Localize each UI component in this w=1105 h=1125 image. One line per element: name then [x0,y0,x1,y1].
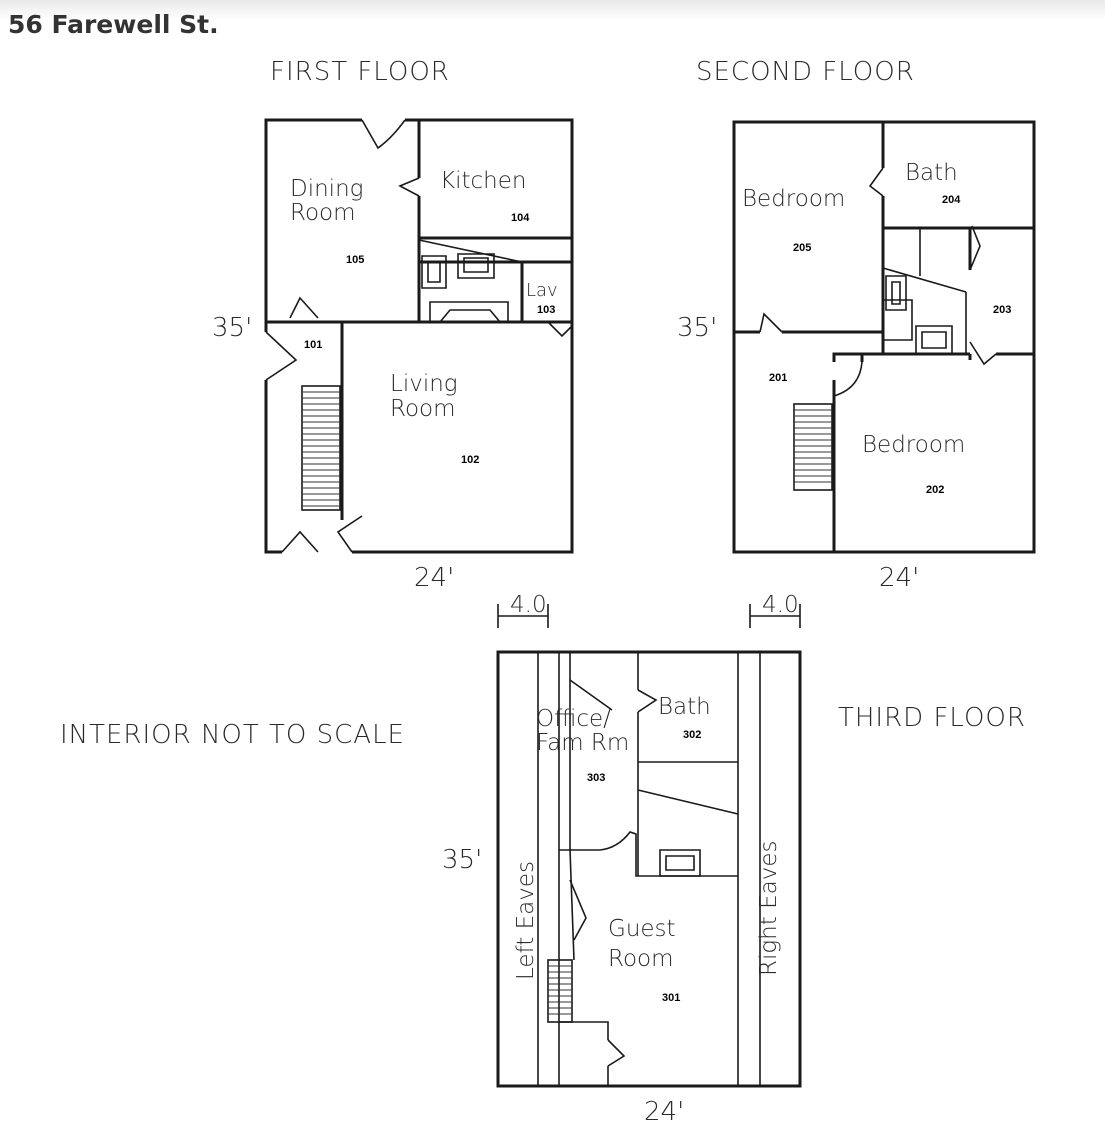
kitchen-label: Kitchen [440,168,526,194]
guest-room-label: Guest [608,916,676,942]
room-number-201: 201 [769,372,787,384]
living-room-label: Living [390,371,458,397]
third-floor-interior-wall [559,652,739,1086]
dining-room-label: Dining [290,176,363,202]
eave-dimension-marker [497,604,801,628]
third-floor-fixture [659,849,701,877]
room-number-103: 103 [537,304,555,316]
room-number-302: 302 [683,729,701,741]
right-eave-dimension: 4.0 [762,592,799,618]
room-number-104: 104 [511,212,530,224]
second-floor-partition [882,228,967,354]
third-floor-stairs [547,959,573,1023]
bath-204-label: Bath [905,160,958,186]
room-number-102: 102 [461,454,479,466]
second-floor-fixtures [885,275,953,355]
third-floor-title: THIRD FLOOR [838,703,1026,733]
bath-302-label: Bath [658,694,711,720]
second-floor-stairs [793,403,833,491]
left-eaves-label: Left Eaves [513,861,539,980]
scale-note: INTERIOR NOT TO SCALE [60,720,405,750]
first-floor-outer-wall [264,118,574,554]
room-number-303: 303 [587,772,605,784]
right-eaves-label: Right Eaves [756,841,782,976]
third-floor-outer-wall [496,650,802,1088]
second-floor-interior-wall [734,122,1034,552]
room-number-202: 202 [926,484,944,496]
header-bar [0,0,1105,50]
room-number-204: 204 [942,194,961,206]
room-number-203: 203 [993,304,1011,316]
first-floor-depth: 35' [212,313,252,343]
guest-room-label-2: Room [608,946,674,972]
bedroom-205-label: Bedroom [742,186,845,212]
first-floor-title: FIRST FLOOR [270,57,450,87]
room-number-301: 301 [662,992,680,1004]
office-label-2: Fam Rm [536,730,629,756]
left-eave-dimension: 4.0 [510,592,547,618]
room-number-101: 101 [304,339,322,351]
lav-label: Lav [526,280,558,301]
first-floor-width: 24' [414,563,454,593]
room-number-105: 105 [346,254,364,266]
second-floor-outer-wall [732,120,1036,554]
office-label: Office/ [536,706,611,732]
bedroom-202-label: Bedroom [862,432,965,458]
third-floor-depth: 35' [442,845,482,875]
second-floor-width: 24' [879,563,919,593]
second-floor-depth: 35' [677,313,717,343]
second-floor-plan: SECOND FLOOR Bedroom 205 Bath 204 203 20… [677,57,1036,593]
first-floor-stairs [301,385,341,511]
third-floor-plan: THIRD FLOOR INTERIOR NOT TO SCALE 4.0 4.… [60,592,1026,1125]
living-room-label-2: Room [390,396,456,422]
first-floor-fireplace [418,239,523,323]
third-floor-door-swing [569,679,658,1067]
first-floor-plan: FIRST FLOOR Dining Room 105 Kitchen 104 … [212,57,574,593]
first-floor-interior-wall [266,120,572,520]
third-floor-width: 24' [644,1097,684,1125]
second-floor-door-swing [759,167,997,397]
room-number-205: 205 [793,242,811,254]
first-floor-door-swing [265,119,573,553]
property-address: 56 Farewell St. [8,10,219,39]
second-floor-title: SECOND FLOOR [696,57,915,87]
third-floor-knee-wall [537,652,761,1086]
dining-room-label-2: Room [290,200,356,226]
